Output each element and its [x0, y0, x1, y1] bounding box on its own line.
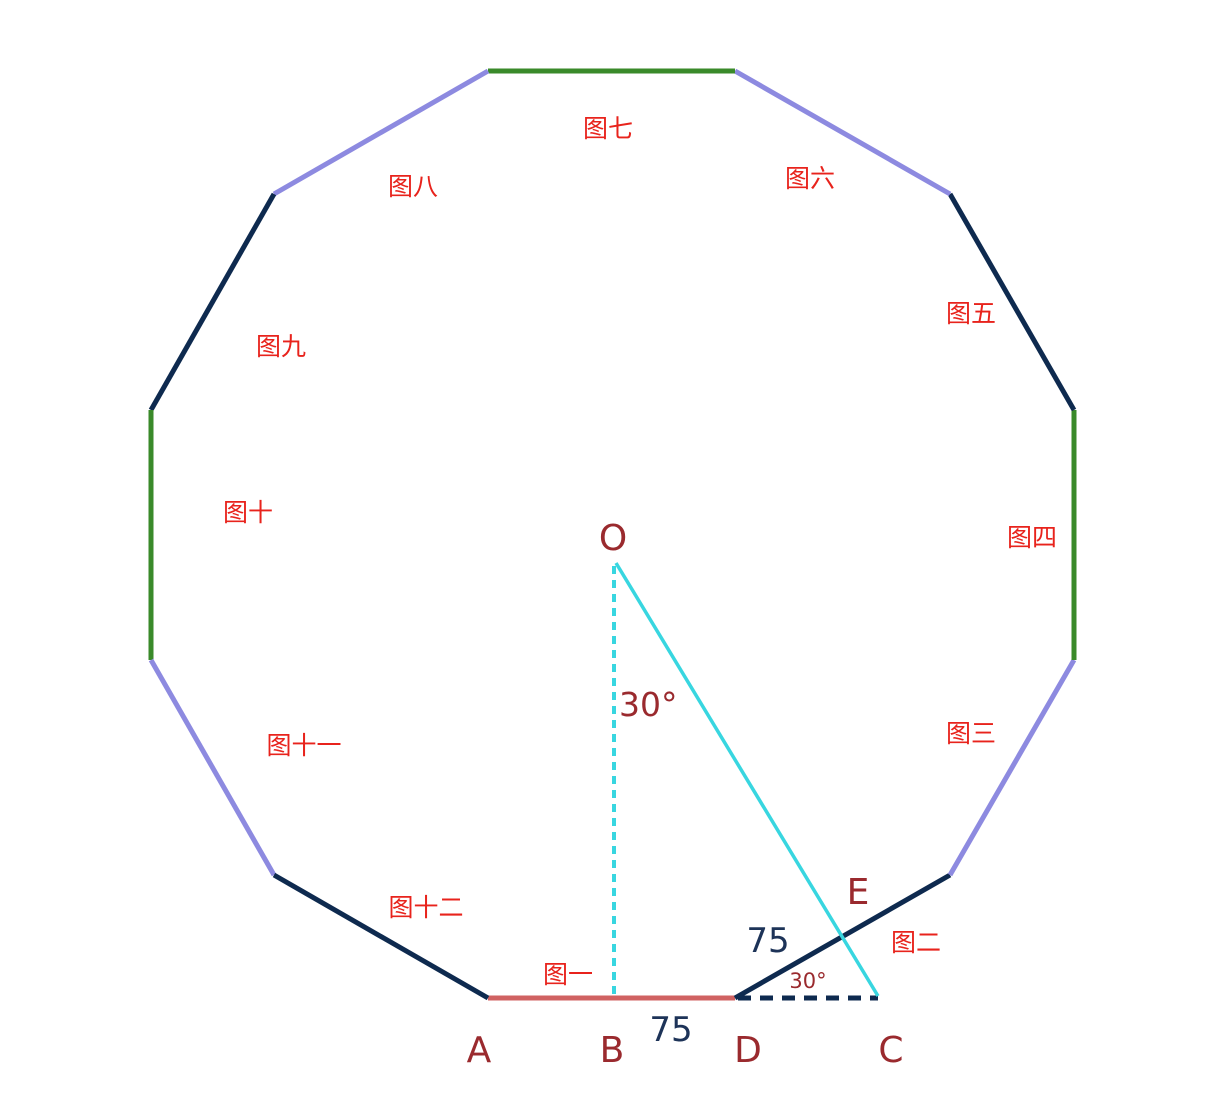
side-label-6: 图六	[785, 164, 835, 193]
side-label-7: 图七	[583, 114, 633, 143]
side-label-1: 图一	[543, 960, 593, 989]
edge-5	[947, 192, 1077, 412]
point-label-o: O	[599, 518, 627, 559]
measure-de: 75	[746, 921, 789, 961]
edge-6	[733, 68, 952, 197]
side-label-12: 图十二	[388, 893, 463, 922]
edge-12	[272, 872, 490, 1001]
point-label-e: E	[847, 872, 870, 913]
line-oc	[614, 562, 880, 997]
edge-3	[947, 658, 1077, 877]
side-label-3: 图三	[946, 719, 996, 748]
side-label-9: 图九	[256, 332, 306, 361]
side-label-11: 图十一	[266, 731, 341, 760]
side-label-8: 图八	[388, 172, 438, 201]
point-label-b: B	[600, 1030, 625, 1071]
edge-9	[148, 192, 277, 412]
point-label-c: C	[878, 1030, 903, 1071]
side-label-5: 图五	[946, 299, 996, 328]
measure-bd: 75	[649, 1010, 692, 1050]
angle-label-o: 30°	[619, 685, 678, 724]
side-label-10: 图十	[223, 498, 273, 527]
point-label-a: A	[467, 1030, 492, 1071]
angle-label-d: 30°	[789, 969, 826, 993]
edge-8	[272, 68, 490, 197]
edge-11	[148, 658, 277, 877]
side-label-4: 图四	[1007, 523, 1057, 552]
point-label-d: D	[734, 1030, 762, 1071]
side-label-2: 图二	[891, 928, 941, 957]
